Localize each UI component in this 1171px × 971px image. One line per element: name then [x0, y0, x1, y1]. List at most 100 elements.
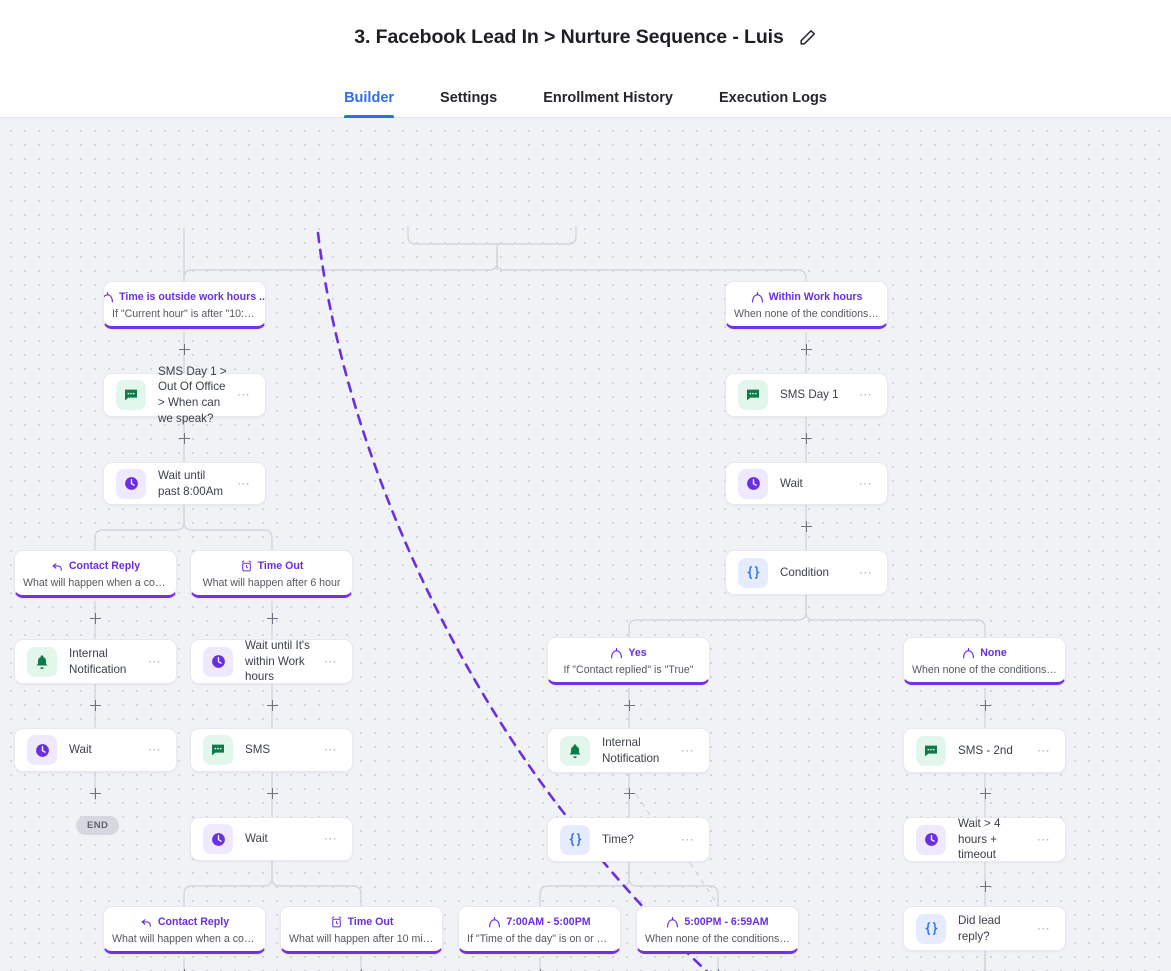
- clock-icon: [738, 468, 768, 499]
- add-step-handle[interactable]: [534, 968, 547, 971]
- node-menu-button[interactable]: ⋯: [323, 831, 338, 846]
- branch-title: Time is outside work hours ...: [119, 291, 266, 303]
- node-menu-button[interactable]: ⋯: [680, 831, 695, 847]
- branch-subtitle: What will happen after 6 hour: [202, 576, 341, 589]
- action-node-label: Wait: [69, 743, 92, 757]
- branch-title: 5:00PM - 6:59AM: [684, 916, 769, 928]
- add-step-handle[interactable]: [800, 432, 813, 445]
- node-menu-button[interactable]: ⋯: [147, 742, 162, 757]
- add-step-handle[interactable]: [623, 699, 636, 712]
- add-step-handle[interactable]: [89, 787, 102, 800]
- sms-icon: [916, 735, 946, 766]
- action-node-label: Wait until past 8:00Am: [158, 468, 224, 498]
- branch-title: None: [980, 647, 1007, 659]
- node-menu-button[interactable]: ⋯: [858, 387, 873, 402]
- page-title: 3. Facebook Lead In > Nurture Sequence -…: [354, 26, 784, 48]
- node-menu-button[interactable]: ⋯: [680, 742, 695, 758]
- add-step-handle[interactable]: [355, 968, 368, 971]
- node-menu-button[interactable]: ⋯: [1036, 831, 1051, 847]
- add-step-handle[interactable]: [266, 699, 279, 712]
- tab-execution-logs[interactable]: Execution Logs: [718, 90, 827, 106]
- add-step-handle[interactable]: [712, 968, 725, 971]
- node-menu-button[interactable]: ⋯: [147, 653, 162, 669]
- node-menu-button[interactable]: ⋯: [323, 653, 338, 669]
- tab-settings[interactable]: Settings: [440, 90, 498, 106]
- add-step-handle[interactable]: [800, 520, 813, 533]
- bell-icon: [560, 735, 590, 766]
- add-step-handle[interactable]: [266, 612, 279, 625]
- node-menu-button[interactable]: ⋯: [236, 475, 251, 491]
- branch-fork-icon: [666, 916, 679, 929]
- add-step-handle[interactable]: [178, 432, 191, 445]
- clock-icon: [116, 468, 146, 499]
- action-node[interactable]: Wait > 4 hours + timeout⋯: [903, 817, 1066, 862]
- action-node-label: Wait: [780, 476, 803, 490]
- add-step-handle[interactable]: [266, 787, 279, 800]
- action-node[interactable]: SMS⋯: [190, 728, 353, 772]
- action-node[interactable]: Wait ⋯: [190, 817, 353, 861]
- reply-arrow-icon: [140, 916, 153, 929]
- action-node[interactable]: Wait ⋯: [725, 462, 888, 505]
- action-node[interactable]: Did lead reply?⋯: [903, 906, 1066, 951]
- add-step-handle[interactable]: [979, 880, 992, 893]
- add-step-handle[interactable]: [178, 968, 191, 971]
- branch-header: None: [962, 647, 1007, 660]
- branch-title: Time Out: [347, 916, 394, 928]
- sms-icon: [116, 380, 146, 410]
- add-step-handle[interactable]: [178, 343, 191, 356]
- action-node[interactable]: Internal Notification ⋯: [14, 639, 177, 684]
- add-step-handle[interactable]: [979, 787, 992, 800]
- add-step-handle[interactable]: [89, 612, 102, 625]
- add-step-handle[interactable]: [623, 787, 636, 800]
- action-node[interactable]: Condition⋯: [725, 550, 888, 595]
- branch-subtitle: What will happen when a contact r...: [23, 576, 168, 589]
- action-node[interactable]: Time?⋯: [547, 817, 710, 862]
- action-node[interactable]: SMS - 2nd⋯: [903, 728, 1066, 773]
- braces-icon: [738, 557, 768, 588]
- node-menu-button[interactable]: ⋯: [858, 564, 873, 580]
- workflow-canvas[interactable]: END Time is outside work hours ...If "Cu…: [0, 118, 1171, 971]
- bell-icon: [27, 646, 57, 677]
- branch-header: Contact Reply: [51, 560, 140, 573]
- node-menu-button[interactable]: ⋯: [236, 387, 251, 402]
- branch-node[interactable]: Yes If "Contact replied" is "True": [547, 637, 710, 685]
- action-node-label: Wait: [245, 832, 268, 846]
- action-node-label: Internal Notification: [69, 646, 127, 676]
- tab-builder[interactable]: Builder: [321, 90, 417, 118]
- branch-header: 5:00PM - 6:59AM: [666, 916, 769, 929]
- action-node[interactable]: Wait until past 8:00Am ⋯: [103, 462, 266, 505]
- add-step-handle[interactable]: [979, 699, 992, 712]
- node-menu-button[interactable]: ⋯: [1036, 742, 1051, 758]
- action-node[interactable]: SMS Day 1 > Out Of Office > When can we …: [103, 365, 266, 425]
- node-menu-button[interactable]: ⋯: [323, 742, 338, 757]
- add-step-handle[interactable]: [89, 699, 102, 712]
- action-node[interactable]: Internal Notification⋯: [547, 728, 710, 773]
- branch-subtitle: If "Contact replied" is "True": [563, 663, 694, 676]
- branch-header: Contact Reply: [140, 916, 229, 929]
- branch-node[interactable]: Time is outside work hours ...If "Curren…: [103, 281, 266, 329]
- branch-header: Within Work hours: [751, 291, 862, 304]
- branch-header: Time Out: [330, 916, 394, 929]
- action-node[interactable]: Wait ⋯: [14, 728, 177, 772]
- clock-icon: [203, 824, 233, 854]
- sms-icon: [738, 380, 768, 410]
- action-node[interactable]: Wait until It's within Work hours⋯: [190, 639, 353, 684]
- branch-subtitle: When none of the conditions are met: [912, 663, 1057, 676]
- branch-header: 7:00AM - 5:00PM: [488, 916, 591, 929]
- clock-icon: [916, 824, 946, 855]
- branch-title: Yes: [628, 647, 647, 659]
- action-node[interactable]: SMS Day 1⋯: [725, 373, 888, 417]
- tab-enrollment-history[interactable]: Enrollment History: [543, 90, 673, 106]
- node-menu-button[interactable]: ⋯: [1036, 920, 1051, 936]
- node-menu-button[interactable]: ⋯: [858, 475, 873, 491]
- pencil-icon[interactable]: [798, 28, 817, 47]
- add-step-handle[interactable]: [800, 343, 813, 356]
